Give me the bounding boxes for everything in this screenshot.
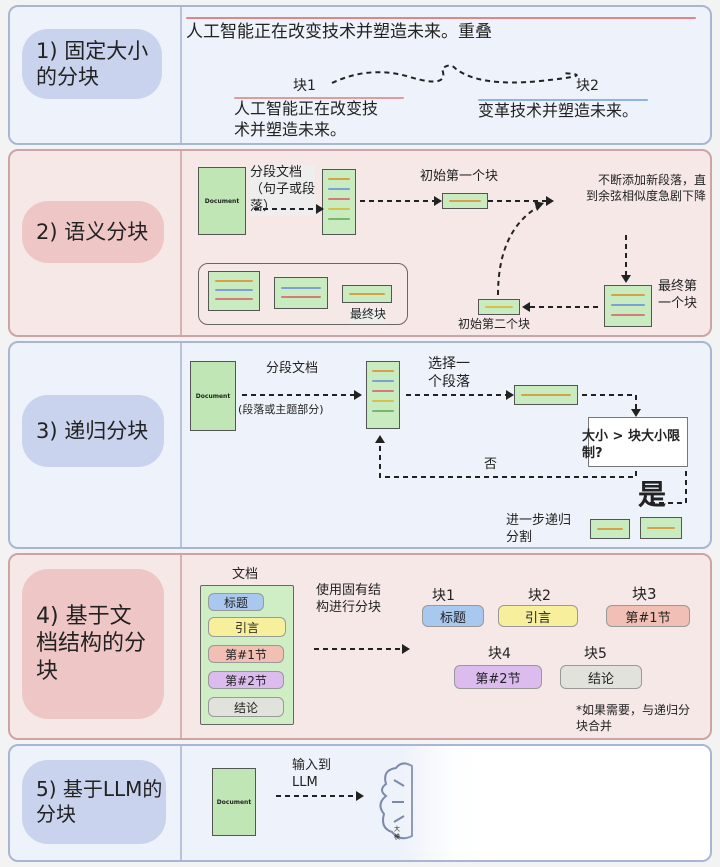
panel2-side: 2) 语义分块 — [10, 151, 182, 335]
panel3-sub-chunk-2 — [640, 517, 682, 539]
panel3-selected-chunk — [514, 385, 578, 405]
panel1-braces — [331, 64, 578, 84]
panel-semantic: 2) 语义分块 Document 分段文档 （句子或段 落） 初始第一个块 不断… — [8, 149, 712, 337]
panel4-arrow — [314, 644, 410, 654]
panel-llm: 5) 基于LLM的 分块 Document 输入到 LLM 大 模 — [8, 744, 712, 862]
panel2-arrows — [254, 196, 631, 312]
panel4-doc-label: 文档 — [232, 567, 259, 582]
panel5-document-icon: Document — [212, 768, 256, 836]
panel4-note: *如果需要，与递归分 块合并 — [576, 703, 691, 733]
panel3-yes-label: 是 — [638, 478, 667, 511]
panel2-final-chunk-2 — [274, 277, 328, 309]
panel4-chunk5-label: 块5 — [584, 646, 607, 662]
panel-structure: 4) 基于文 档结构的分 块 文档 标题 引言 第#1节 第#2节 结论 使用固… — [8, 553, 712, 740]
panel4-doc-item-conclusion: 结论 — [208, 697, 284, 717]
panel4-chunk2: 引言 — [498, 605, 578, 627]
panel1-chunk1-underline — [234, 97, 404, 99]
panel4-chunk3-label: 块3 — [632, 585, 657, 603]
panel4-chunk1: 标题 — [422, 605, 484, 627]
panel1-chunk1-text: 人工智能正在改变技 术并塑造未来。 — [234, 99, 379, 139]
panel5-input-label: 输入到 LLM — [292, 758, 332, 790]
panel5-fade — [402, 746, 710, 860]
panel4-doc-item-section1: 第#1节 — [208, 645, 284, 663]
panel2-first-chunk-label: 初始第一个块 — [420, 169, 499, 184]
panel1-sentence-underline — [186, 17, 696, 19]
panel4-side: 4) 基于文 档结构的分 块 — [10, 555, 182, 738]
panel4-chunk5: 结论 — [560, 665, 642, 689]
panel4-doc-item-section2: 第#2节 — [208, 671, 284, 689]
panel2-split-doc — [322, 169, 356, 235]
panel4-chunk1-label: 块1 — [432, 588, 455, 604]
panel4-chunk2-label: 块2 — [528, 588, 551, 604]
panel3-split-label: 分段文档 — [266, 361, 319, 376]
panel5-llm-label: 大 模 — [394, 826, 401, 841]
panel3-split-doc — [366, 361, 400, 429]
panel3-no-label: 否 — [484, 457, 498, 472]
panel3-sub-chunk-1 — [590, 519, 630, 539]
panel-fixed-size: 1) 固定大小 的分块 人工智能正在改变技术并塑造未来。重叠 块1 块2 人工智… — [8, 5, 712, 145]
panel2-split-label: 分段文档 （句子或段 落） — [250, 165, 316, 216]
panel3-question-box — [588, 417, 688, 467]
panel3-select-label: 选择一 个段落 — [428, 356, 470, 391]
panel4-use-label: 使用固有结 构进行分块 — [316, 583, 382, 615]
panel2-final-first-label: 最终第 一个块 — [658, 279, 698, 311]
panel1-side: 1) 固定大小 的分块 — [10, 7, 182, 143]
panel1-chunk2-text: 变革技术并塑造未来。 — [478, 101, 639, 120]
panel3-title: 3) 递归分块 — [22, 395, 164, 467]
panel3-further-label: 进一步递归 分割 — [506, 513, 572, 545]
panel3-document-icon: Document — [190, 361, 236, 431]
panel2-document-icon: Document — [198, 167, 246, 235]
panel2-final-first-chunk — [604, 285, 652, 327]
panel4-chunk4-label: 块4 — [488, 646, 511, 662]
panel2-title: 2) 语义分块 — [22, 201, 164, 263]
panel5-title: 5) 基于LLM的 分块 — [22, 760, 166, 844]
panel3-arrows — [242, 390, 687, 504]
panel2-final-chunks-label: 最终块 — [350, 307, 387, 323]
panel3-question: 大小 > 块大小限 制? — [582, 429, 680, 461]
panel2-init-second-label: 初始第二个块 — [458, 317, 531, 331]
panel2-first-chunk — [442, 193, 488, 209]
panel4-chunk3: 第#1节 — [606, 605, 690, 627]
panel3-split-sub: (段落或主题部分) — [238, 403, 324, 416]
panel2-init-second-chunk — [478, 299, 520, 315]
panel4-doc-item-title: 标题 — [208, 593, 264, 611]
panel5-side: 5) 基于LLM的 分块 — [10, 746, 182, 860]
panel5-arrow — [276, 791, 364, 801]
panel2-final-chunk-1 — [208, 271, 260, 311]
panel1-title: 1) 固定大小 的分块 — [22, 29, 162, 99]
panel1-chunk2-underline — [478, 99, 648, 101]
panel4-chunk4: 第#2节 — [454, 665, 542, 689]
panel2-final-chunk-3 — [342, 285, 392, 303]
panel4-title: 4) 基于文 档结构的分 块 — [22, 569, 164, 719]
panel1-chunk1-label: 块1 — [293, 78, 316, 94]
panel4-doc-item-intro: 引言 — [208, 617, 286, 637]
panel1-chunk2-label: 块2 — [576, 78, 599, 94]
panel-recursive: 3) 递归分块 Document 分段文档 (段落或主题部分) 选择一 个段落 … — [8, 341, 712, 549]
panel2-add-note: 不断添加新段落，直 到余弦相似度急剧下降 — [585, 173, 706, 203]
panel3-side: 3) 递归分块 — [10, 343, 182, 547]
panel1-sentence: 人工智能正在改变技术并塑造未来。重叠 — [186, 22, 492, 42]
panel2-final-chunks-box — [198, 263, 408, 325]
